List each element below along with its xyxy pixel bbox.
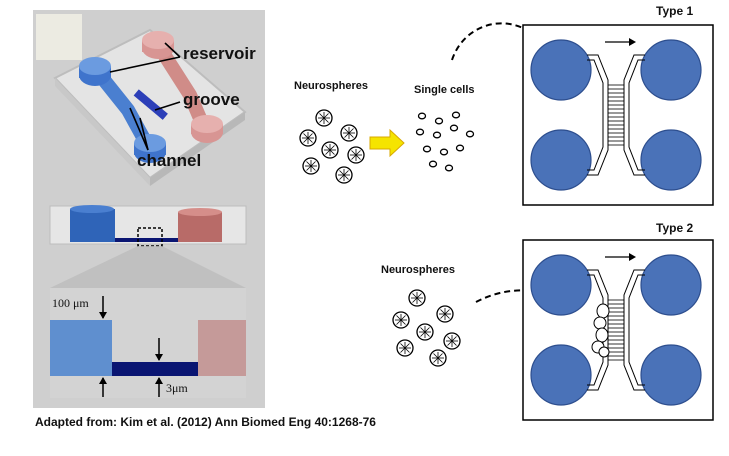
- groove-bar: [133, 89, 168, 120]
- cs-red-block: [178, 212, 222, 242]
- figure-caption: Adapted from: Kim et al. (2012) Ann Biom…: [35, 415, 376, 429]
- label-type2: Type 2: [656, 221, 694, 235]
- label-neurospheres-top: Neurospheres: [294, 80, 368, 92]
- corner-patch: [36, 14, 82, 60]
- cs-blue-block: [70, 209, 115, 242]
- label-channel: channel: [137, 151, 202, 170]
- dimension-100um: 100 μm: [52, 296, 89, 310]
- process-arrow: [369, 128, 405, 158]
- dimension-3um: 3μm: [166, 381, 188, 395]
- device-type2: [522, 239, 714, 421]
- label-single-cells: Single cells: [414, 84, 475, 96]
- label-type1: Type 1: [656, 4, 694, 18]
- chip-side: [55, 78, 150, 186]
- enlarged-channel: [112, 362, 198, 376]
- enlarged-red: [198, 320, 246, 376]
- dashed-arrow-top: [451, 22, 554, 61]
- device-type1: [522, 24, 714, 206]
- label-groove: groove: [183, 90, 240, 109]
- zoom-box: [137, 227, 163, 247]
- zoom-wedge: [50, 246, 246, 288]
- enlarged-blue: [50, 320, 112, 376]
- type2-neurosphere-aggregate: [591, 303, 610, 358]
- cs-channel: [115, 238, 178, 242]
- dashed-arrow-bottom: [475, 289, 591, 319]
- label-reservoir: reservoir: [183, 44, 256, 63]
- label-neurospheres-bottom: Neurospheres: [381, 264, 455, 276]
